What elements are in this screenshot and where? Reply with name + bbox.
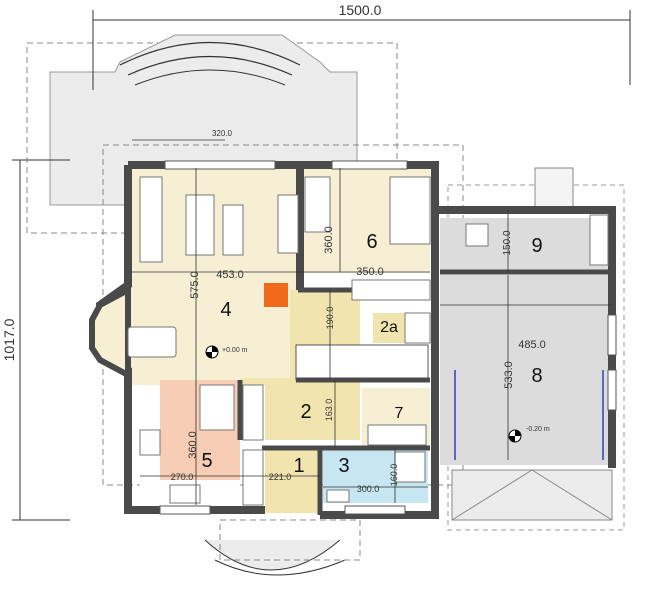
r4-height-label: 575.0 (189, 271, 201, 299)
r6-width-label: 350.0 (356, 266, 384, 278)
entrance-steps (204, 519, 361, 576)
garage-cabinet (589, 214, 609, 266)
room-label-3: 3 (338, 455, 349, 477)
closet (242, 449, 264, 506)
furniture (127, 176, 609, 506)
room-label-7: 7 (395, 405, 404, 422)
interior-dim-lines (130, 139, 612, 505)
fireplace-icon (264, 283, 288, 307)
tv-unit (277, 194, 299, 254)
room-label-2a: 2a (380, 319, 398, 336)
r4-width-label: 453.0 (216, 269, 244, 281)
room-label-5: 5 (201, 450, 212, 472)
level-marker-main (205, 345, 219, 359)
level-label-garage: -0.20 m (526, 426, 550, 433)
level-label-main: +0.00 m (222, 347, 248, 354)
shower-tray (367, 424, 427, 446)
r3-height-label: 160.0 (389, 464, 399, 487)
r2-height-label: 163.0 (324, 399, 334, 422)
terrace-dim-label: 320.0 (212, 129, 233, 138)
room-label-8: 8 (531, 365, 542, 387)
windows (159, 160, 617, 515)
room-label-9: 9 (531, 235, 542, 257)
bed (389, 176, 431, 245)
overall-height-label: 1017.0 (1, 318, 17, 361)
r8-width-label: 485.0 (518, 339, 546, 351)
level-marker-garage (508, 429, 522, 443)
cabinet (139, 176, 163, 263)
room-1 (265, 448, 320, 513)
washbasin (326, 489, 350, 503)
r3-width-label: 300.0 (357, 484, 380, 494)
room-label-2: 2 (300, 401, 311, 423)
shower (394, 451, 426, 483)
room-label-1: 1 (293, 455, 304, 477)
room-label-4: 4 (220, 299, 231, 321)
r6-height-label: 360.0 (323, 226, 335, 254)
garage-entrance-canopy (451, 469, 613, 521)
room-label-6: 6 (366, 231, 377, 253)
stair-height-label: 190.0 (325, 307, 335, 330)
cooktop (139, 429, 161, 456)
desk (304, 176, 331, 233)
wardrobe (351, 279, 431, 301)
pantry (242, 384, 264, 441)
garage-side-entry (534, 167, 574, 211)
overall-width-label: 1500.0 (339, 2, 382, 18)
room-8 (440, 275, 610, 465)
r1-width-label: 221.0 (269, 472, 292, 482)
boiler (465, 223, 489, 247)
room-2a (373, 313, 405, 343)
dining-table (127, 326, 177, 358)
bay-window (89, 284, 131, 381)
sofa (185, 194, 215, 256)
2a-cabinet (404, 312, 431, 344)
r8-height-label: 533.0 (503, 361, 515, 389)
staircase (295, 344, 429, 381)
r5-height-label: 360.0 (187, 431, 199, 459)
sink (169, 484, 201, 504)
r9-height-label: 150.0 (502, 230, 513, 255)
r5-width-label: 270.0 (171, 472, 194, 482)
coffee-table (222, 204, 244, 256)
kitchen-counter (199, 384, 235, 431)
